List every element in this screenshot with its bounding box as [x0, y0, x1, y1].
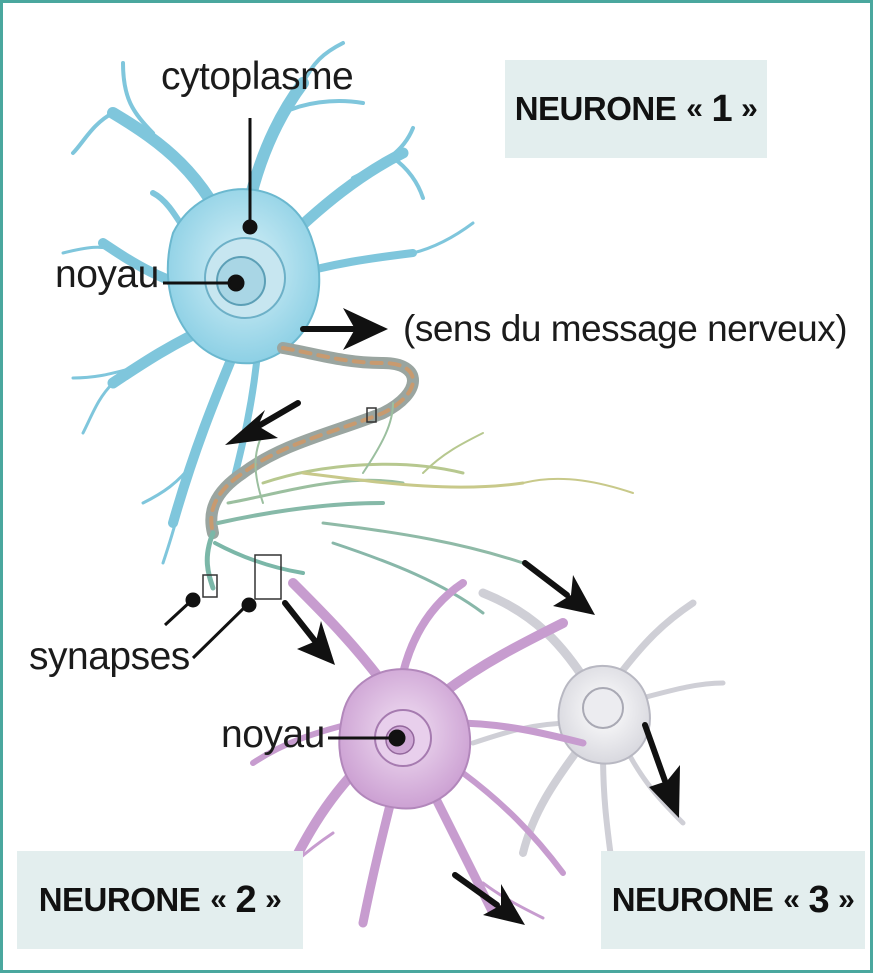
neuron-3-body	[558, 666, 649, 764]
cytoplasme-label: cytoplasme	[161, 55, 353, 99]
message-direction-label: (sens du message nerveux)	[403, 308, 847, 350]
synapses-label: synapses	[29, 635, 190, 679]
neurone-2-word: NEURONE	[39, 881, 201, 919]
neurone-3-open-quote: «	[783, 883, 799, 917]
neurone-1-word: NEURONE	[515, 90, 677, 128]
neurone-3-close-quote: »	[838, 883, 854, 917]
noyau-label-2: noyau	[221, 713, 325, 757]
neurone-3-word: NEURONE	[612, 881, 774, 919]
neurone-1-label: NEURONE « 1 »	[505, 60, 767, 158]
neurone-1-number: 1	[711, 88, 732, 131]
neurone-2-label: NEURONE « 2 »	[17, 851, 303, 949]
neurone-3-label: NEURONE « 3 »	[601, 851, 865, 949]
neurone-1-open-quote: «	[686, 92, 702, 126]
neurone-3-number: 3	[808, 879, 829, 922]
neurone-1-close-quote: »	[741, 92, 757, 126]
neurone-2-open-quote: «	[210, 883, 226, 917]
neurone-2-number: 2	[235, 879, 256, 922]
noyau-label-1: noyau	[55, 253, 159, 297]
neurone-2-close-quote: »	[265, 883, 281, 917]
neuron-1-body	[168, 189, 319, 363]
